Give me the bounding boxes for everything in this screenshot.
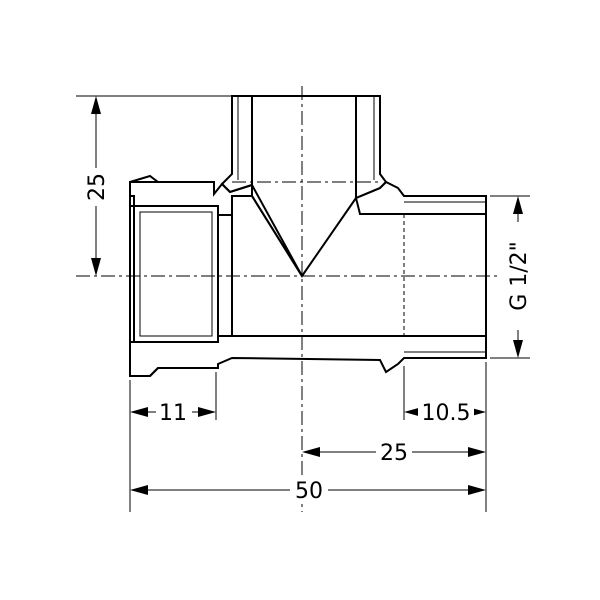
upper-wall-right [354,180,487,215]
body-outline [129,95,487,377]
section-walls [129,95,487,377]
branch-left-wall [220,95,253,194]
dim-branch-height-label: 25 [85,173,110,201]
upper-wall-left [129,181,303,277]
center-lines [76,86,500,512]
left-flange [129,174,159,377]
dim-center-to-end: 25 [302,438,486,466]
dim-thread-size: G 1/2" [504,196,532,358]
dim-branch-height: 25 [82,96,110,276]
dim-socket-depth: 11 [130,398,216,426]
extension-lines [76,95,530,512]
dim-socket-depth-label: 11 [159,401,187,426]
dim-thread-length-label: 10.5 [422,401,471,426]
dim-center-to-end-label: 25 [380,441,408,466]
dim-overall-length-label: 50 [295,479,323,504]
dim-thread-length: 10.5 [404,398,486,426]
branch-right-wall [355,95,388,200]
left-socket-inner [139,211,213,337]
left-socket [133,205,219,343]
drill-cone [251,195,357,278]
dim-thread-size-label: G 1/2" [507,241,532,311]
dim-overall-length: 50 [130,476,486,504]
